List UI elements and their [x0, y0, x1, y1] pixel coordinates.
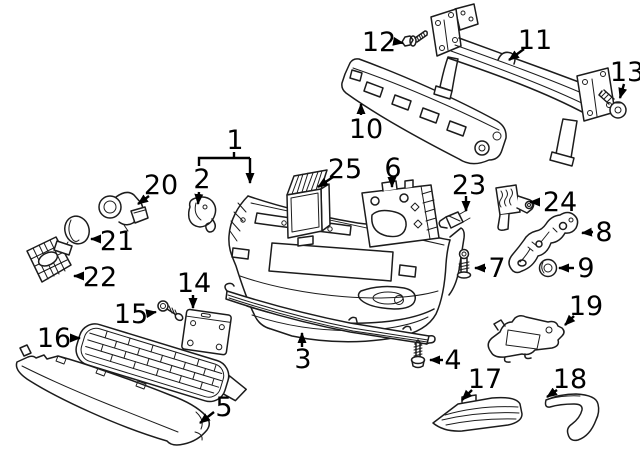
part-label-22: 22 — [83, 262, 117, 293]
part-label-15: 15 — [114, 299, 148, 330]
part-label-7: 7 — [488, 253, 505, 284]
part-20-arrow — [137, 194, 150, 205]
part-label-25: 25 — [328, 154, 362, 185]
part-15-arrow — [145, 309, 157, 319]
impact-absorber-drawing — [341, 58, 507, 165]
part-18-arrow — [546, 387, 558, 398]
part-label-14: 14 — [177, 268, 211, 299]
side-bracket-plate-drawing — [361, 179, 440, 248]
part-label-18: 18 — [553, 364, 587, 395]
license-plate-bracket-drawing — [181, 308, 232, 356]
center-grille-drawing — [75, 323, 247, 403]
part-label-11: 11 — [518, 25, 552, 56]
part-label-9: 9 — [577, 253, 594, 284]
part-label-2: 2 — [193, 164, 210, 195]
part-label-5: 5 — [215, 392, 232, 423]
screw-7-drawing — [456, 248, 472, 279]
part-label-24: 24 — [543, 187, 577, 218]
front-spoiler-drawing — [15, 344, 210, 446]
part-label-16: 16 — [37, 323, 71, 354]
part-label-6: 6 — [384, 153, 401, 184]
mount-bracket-drawing — [187, 196, 217, 233]
part-2-arrow — [194, 191, 204, 205]
sensor-cap-drawing — [64, 215, 90, 248]
screw-13-drawing — [598, 89, 627, 119]
part-label-10: 10 — [349, 114, 383, 145]
part-label-13: 13 — [610, 57, 640, 88]
part-label-20: 20 — [144, 170, 178, 201]
side-support-bracket-drawing — [487, 314, 565, 363]
part-12-arrow — [392, 36, 404, 46]
side-grille-drawing — [26, 236, 73, 283]
clip-screw-drawing — [157, 300, 184, 322]
part-label-19: 19 — [569, 291, 603, 322]
corner-bracket-drawing — [495, 184, 535, 231]
part-11-arrow — [508, 48, 525, 61]
part-label-23: 23 — [452, 170, 486, 201]
radar-sensor-drawing — [286, 169, 331, 247]
part-label-1: 1 — [226, 125, 243, 156]
support-bracket-drawing — [508, 211, 579, 274]
part-label-12: 12 — [362, 27, 396, 58]
part-19-arrow — [564, 314, 576, 326]
part-label-4: 4 — [444, 345, 461, 376]
fog-light-trim-drawing — [544, 393, 600, 442]
part-label-3: 3 — [294, 344, 311, 375]
part-17-arrow — [461, 389, 473, 401]
lower-trim-strip-drawing — [224, 282, 436, 345]
screw-4-drawing — [410, 339, 426, 369]
part-25-arrow — [317, 176, 334, 188]
bumper-reinforcement-drawing — [430, 3, 616, 167]
part-label-17: 17 — [468, 364, 502, 395]
grommet-drawing — [538, 258, 558, 278]
part-label-21: 21 — [100, 226, 134, 257]
part-13-arrow — [618, 83, 628, 99]
part-8-arrow — [581, 227, 594, 237]
parking-sensor-drawing — [98, 191, 149, 232]
part-label-8: 8 — [595, 217, 612, 248]
part-5-arrow — [199, 411, 215, 424]
fog-light-grille-drawing — [432, 394, 523, 432]
bolt-drawing — [401, 30, 428, 47]
temp-sensor-drawing — [438, 209, 471, 229]
part-1-bracket — [197, 152, 250, 166]
